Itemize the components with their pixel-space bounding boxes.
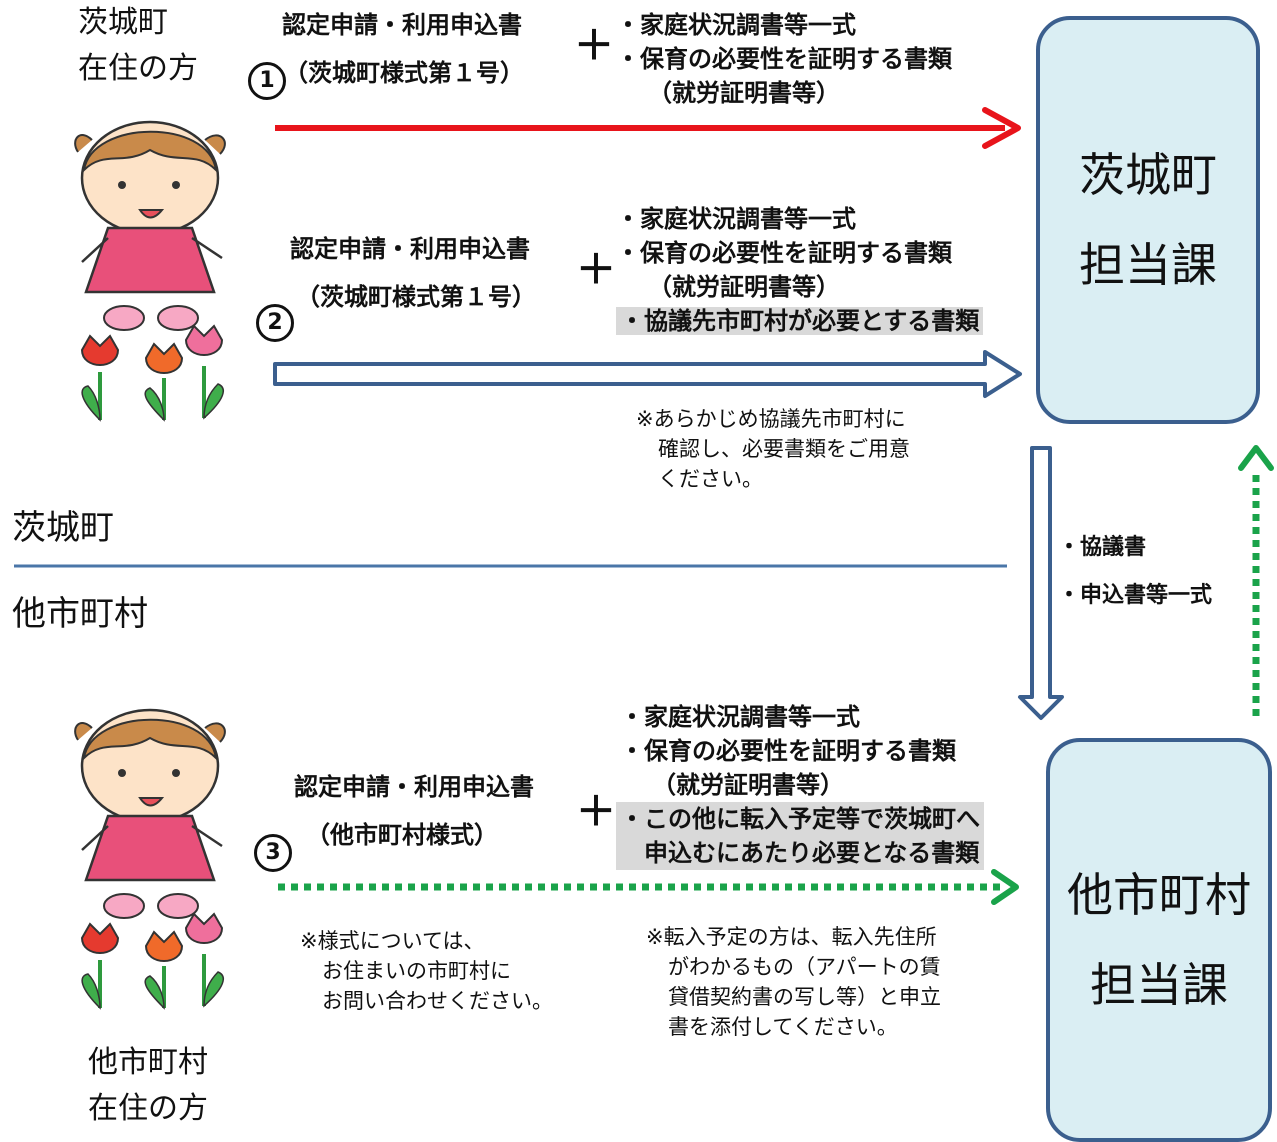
child-illustration-top	[74, 120, 226, 422]
transfer-item: ・申込書等一式	[1058, 583, 1213, 608]
doc-item: （就労証明書等）	[648, 79, 840, 107]
office-dept: 担当課	[1079, 238, 1217, 292]
doc-item: （就労証明書等）	[648, 273, 840, 301]
route1-docs: ・家庭状況調書等一式 ・保育の必要性を証明する書類 （就労証明書等）	[616, 8, 952, 110]
route3-note-left: ※様式については、 お住まいの市町村に お問い合わせください。	[300, 926, 553, 1016]
note-line: ※転入予定の方は、転入先住所	[646, 925, 937, 949]
other-residents-label: 他市町村 在住の方	[88, 1040, 208, 1132]
note-line: 確認し、必要書類をご用意	[658, 437, 910, 461]
doc-item: ・家庭状況調書等一式	[616, 11, 856, 39]
note-line: ※様式については、	[300, 929, 485, 953]
route2-number: 2	[256, 304, 294, 342]
label-line: 在住の方	[88, 1091, 208, 1126]
route3-form-sub: （他市町村様式）	[306, 821, 498, 849]
route3-docs-highlight: ・この他に転入予定等で茨城町へ 申込むにあたり必要となる書類	[616, 802, 984, 870]
doc-item: ・家庭状況調書等一式	[620, 703, 860, 731]
route3-plus: ＋	[576, 789, 616, 835]
route3-arrow	[278, 869, 1019, 905]
transfer-down-arrow	[1018, 446, 1064, 720]
region-label-ibaraki: 茨城町	[12, 508, 114, 548]
doc-item: （就労証明書等）	[652, 771, 844, 799]
route3-note-right: ※転入予定の方は、転入先住所 がわかるもの（アパートの賃 貸借契約書の写し等）と…	[646, 922, 941, 1042]
office-name: 茨城町	[1079, 148, 1217, 202]
doc-item: ・保育の必要性を証明する書類	[616, 239, 952, 267]
note-line: 貸借契約書の写し等）と申立	[668, 985, 941, 1009]
region-label-other: 他市町村	[12, 594, 148, 634]
doc-item-highlight: ・協議先市町村が必要とする書類	[616, 307, 984, 335]
route1-form-sub: （茨城町様式第１号）	[284, 59, 524, 87]
route3-number: 3	[254, 834, 292, 872]
office-dept: 担当課	[1090, 958, 1228, 1012]
route2-arrow	[273, 350, 1022, 398]
doc-item: ・保育の必要性を証明する書類	[620, 737, 956, 765]
note-line: ください。	[658, 467, 763, 491]
route3-docs: ・家庭状況調書等一式 ・保育の必要性を証明する書類 （就労証明書等）	[620, 700, 956, 802]
transfer-item: ・協議書	[1058, 535, 1147, 560]
transfer-items: ・協議書 ・申込書等一式	[1058, 524, 1212, 620]
child-illustration-bottom	[74, 708, 226, 1010]
doc-item-highlight: 申込むにあたり必要となる書類	[644, 839, 980, 867]
ibaraki-residents-label: 茨城町 在住の方	[78, 0, 198, 92]
office-name: 他市町村	[1067, 868, 1251, 922]
route2-form-sub: （茨城町様式第１号）	[296, 283, 536, 311]
route2-form-title: 認定申請・利用申込書	[290, 235, 530, 263]
return-up-arrow	[1238, 445, 1274, 716]
route2-docs: ・家庭状況調書等一式 ・保育の必要性を証明する書類 （就労証明書等） ・協議先市…	[616, 202, 984, 338]
route2-plus: ＋	[576, 247, 616, 293]
note-line: 書を添付してください。	[668, 1015, 898, 1039]
other-office-box: 他市町村 担当課	[1046, 738, 1272, 1142]
ibaraki-office-box: 茨城町 担当課	[1036, 16, 1260, 424]
note-line: ※あらかじめ協議先市町村に	[636, 407, 906, 431]
label-line: 他市町村	[88, 1045, 208, 1080]
label-line: 在住の方	[78, 51, 198, 86]
doc-item: ・家庭状況調書等一式	[616, 205, 856, 233]
note-line: お問い合わせください。	[322, 989, 553, 1013]
route1-form-title: 認定申請・利用申込書	[282, 11, 522, 39]
note-line: がわかるもの（アパートの賃	[668, 955, 941, 979]
doc-item-highlight: ・この他に転入予定等で茨城町へ	[620, 805, 980, 833]
note-line: お住まいの市町村に	[322, 959, 511, 983]
doc-item: ・保育の必要性を証明する書類	[616, 45, 952, 73]
route1-plus: ＋	[574, 23, 614, 69]
route1-arrow	[275, 107, 1021, 149]
route2-note: ※あらかじめ協議先市町村に 確認し、必要書類をご用意 ください。	[636, 404, 910, 494]
label-line: 茨城町	[78, 5, 168, 40]
route1-number: 1	[248, 62, 286, 100]
route3-form-title: 認定申請・利用申込書	[294, 773, 534, 801]
